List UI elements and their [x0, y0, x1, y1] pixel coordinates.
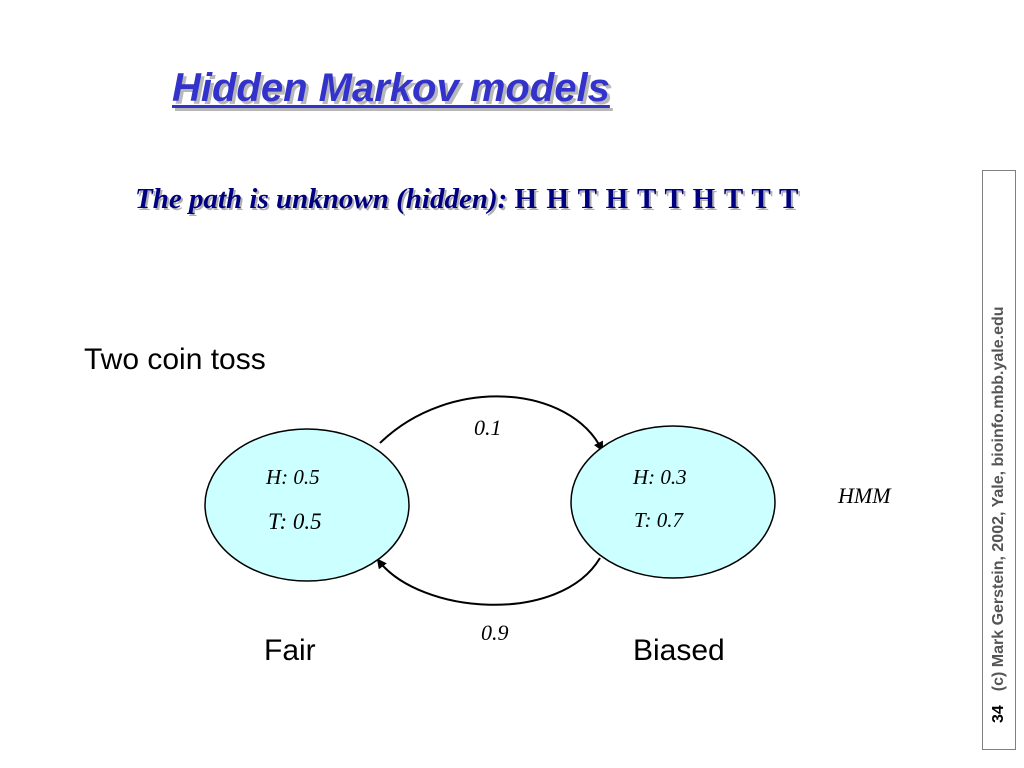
model-label: HMM — [837, 483, 892, 508]
hidden-path-statement: The path is unknown (hidden): H H T H T … — [135, 183, 799, 216]
fair-emission-t: T: 0.5 — [268, 509, 322, 534]
biased-emission-h: H: 0.3 — [632, 465, 687, 489]
biased-emission-t: T: 0.7 — [634, 508, 685, 532]
state-biased-label: Biased — [633, 634, 725, 667]
hidden-path-prefix: The path is unknown (hidden): — [135, 183, 515, 215]
slide-number: 34 — [990, 705, 1007, 723]
transition-fair-to-biased-label: 0.1 — [474, 415, 502, 440]
credit-sidebar: 34 (c) Mark Gerstein, 2002, Yale, bioinfo… — [982, 170, 1016, 750]
state-biased-node — [570, 425, 776, 579]
transition-biased-to-fair-label: 0.9 — [481, 620, 509, 645]
copyright-credit: (c) Mark Gerstein, 2002, Yale, bioinfo.m… — [990, 306, 1007, 692]
state-fair-label: Fair — [264, 634, 316, 667]
hidden-path-sequence: H H T H T T H T T T — [514, 183, 800, 215]
diagram-heading: Two coin toss — [84, 343, 266, 376]
fair-emission-h: H: 0.5 — [265, 465, 320, 489]
transition-fair-to-biased-arrow — [379, 395, 603, 452]
state-fair-node — [204, 428, 410, 582]
credit-sidebar-text: 34 (c) Mark Gerstein, 2002, Yale, bioinfo… — [990, 306, 1008, 723]
slide-title: Hidden Markov models — [172, 66, 610, 110]
transition-biased-to-fair-arrow — [376, 557, 601, 606]
